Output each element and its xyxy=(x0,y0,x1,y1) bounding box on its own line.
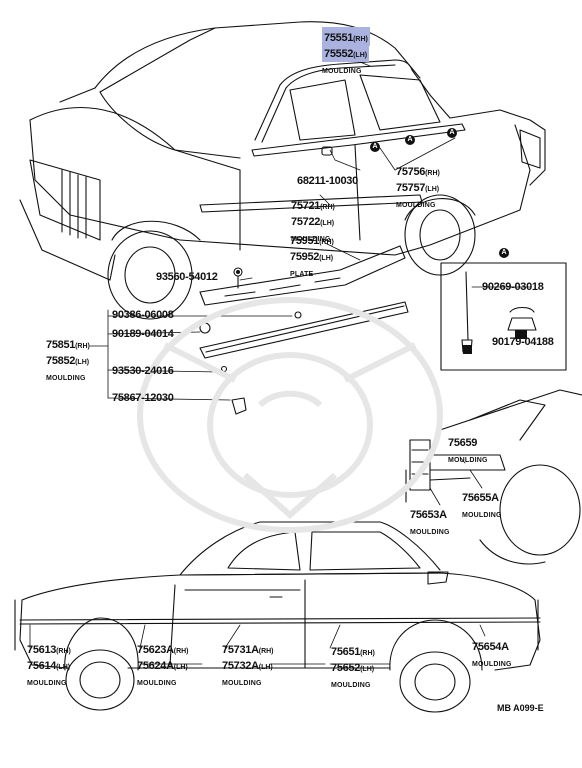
part-number: 75651 xyxy=(331,646,361,658)
callout-75731a: 75731A(RH) 75732A(LH) MOULDING xyxy=(222,641,274,689)
side-suffix: (RH) xyxy=(319,239,334,246)
part-caption: MOULDING xyxy=(322,68,362,75)
callout-75721: 75721(RH) 75722(LH) MOULDING xyxy=(291,197,335,245)
side-suffix: (LH) xyxy=(353,52,368,59)
part-number: 75757 xyxy=(396,182,426,194)
side-suffix: (LH) xyxy=(173,664,188,671)
part-number: 75613 xyxy=(27,644,57,656)
side-suffix: (LH) xyxy=(360,666,375,673)
lower-coupe-drawing xyxy=(14,521,541,713)
side-suffix: (RH) xyxy=(56,648,71,655)
part-number: 75655A xyxy=(462,492,499,504)
callout-75851: 75851(RH) 75852(LH) MOULDING xyxy=(46,336,90,384)
part-number: 75623A xyxy=(137,644,174,656)
marker-a-icon: A xyxy=(405,135,415,145)
part-number: 75722 xyxy=(291,216,321,228)
part-caption: MOULDING xyxy=(46,375,86,382)
callout-90269-03018: 90269-03018 xyxy=(482,281,544,293)
part-caption: MOULDING xyxy=(410,529,450,536)
callout-75867-12030: 75867-12030 xyxy=(112,392,174,404)
part-number: 75624A xyxy=(137,660,174,672)
marker-a-icon: A xyxy=(370,142,380,152)
part-caption: MOULDING xyxy=(331,682,371,689)
rear-corner-drawing xyxy=(405,389,582,565)
side-suffix: (RH) xyxy=(75,343,90,350)
callout-75613: 75613(RH) 75614(LH) MOULDING xyxy=(27,641,71,689)
callout-90386-06008: 90386-06008 xyxy=(112,309,174,321)
part-number: 75653A xyxy=(410,509,447,521)
side-suffix: (LH) xyxy=(56,664,71,671)
side-suffix: (RH) xyxy=(425,170,440,177)
scuff-plate-part xyxy=(199,245,406,306)
callout-75653a: 75653A MOULDING xyxy=(410,506,450,538)
part-caption: MOULDING xyxy=(222,680,262,687)
callout-75551: 75551(RH) 75552(LH) MOULDING xyxy=(322,27,370,77)
part-number: 75732A xyxy=(222,660,259,672)
callout-75756: 75756(RH) 75757(LH) MOULDING xyxy=(396,163,440,211)
part-caption: MOULDING xyxy=(137,680,177,687)
callout-93560-54012: 93560-54012 xyxy=(156,271,218,283)
part-number: 75721 xyxy=(291,200,321,212)
part-caption: MOULDING xyxy=(448,457,488,464)
callout-68211-10030: 68211-10030 xyxy=(297,175,358,187)
callout-75659: 75659 MOULDING xyxy=(448,434,488,466)
part-caption: MOULDING xyxy=(462,512,502,519)
callout-75951: 75951(RH) 75952(LH) PLATE xyxy=(290,232,334,280)
part-number: 75851 xyxy=(46,339,76,351)
part-caption: MOULDING xyxy=(396,202,436,209)
part-number: 75852 xyxy=(46,355,76,367)
marker-a-icon: A xyxy=(447,128,457,138)
part-number: 75951 xyxy=(290,235,320,247)
diagram-code: MB A099-E xyxy=(497,703,544,713)
side-suffix: (LH) xyxy=(425,186,440,193)
part-caption: MOULDING xyxy=(291,236,331,243)
part-number: 75551 xyxy=(324,32,354,44)
side-suffix: (RH) xyxy=(360,650,375,657)
side-suffix: (LH) xyxy=(319,255,334,262)
part-number: 75659 xyxy=(448,437,478,449)
callout-75651: 75651(RH) 75652(LH) MOULDING xyxy=(331,643,375,691)
part-number: 75652 xyxy=(331,662,361,674)
part-number: 75952 xyxy=(290,251,320,263)
part-number: 75654A xyxy=(472,641,509,653)
side-suffix: (RH) xyxy=(320,204,335,211)
callout-90179-04188: 90179-04188 xyxy=(492,336,554,348)
part-caption: MOULDING xyxy=(472,661,512,668)
marker-a-icon: A xyxy=(499,248,509,258)
side-suffix: (RH) xyxy=(258,648,274,655)
part-caption: MOULDING xyxy=(27,680,67,687)
callout-90189-04014: 90189-04014 xyxy=(112,328,174,340)
callout-75654a: 75654A MOULDING xyxy=(472,638,512,670)
side-suffix: (LH) xyxy=(320,220,335,227)
part-caption: PLATE xyxy=(290,271,314,278)
detail-box-a xyxy=(440,262,567,371)
callout-93530-24016: 93530-24016 xyxy=(112,365,174,377)
upper-sedan-drawing xyxy=(19,21,546,320)
side-suffix: (RH) xyxy=(353,36,368,43)
side-suffix: (LH) xyxy=(75,359,90,366)
side-suffix: (RH) xyxy=(173,648,189,655)
callout-75655a: 75655A MOULDING xyxy=(462,489,502,521)
part-number: 75614 xyxy=(27,660,57,672)
watermark-emblem xyxy=(137,297,443,533)
callout-75623a: 75623A(RH) 75624A(LH) MOULDING xyxy=(137,641,189,689)
part-number: 75552 xyxy=(324,48,354,60)
part-number: 75731A xyxy=(222,644,259,656)
part-number: 75756 xyxy=(396,166,426,178)
side-suffix: (LH) xyxy=(258,664,273,671)
solid-parts xyxy=(236,270,527,354)
rocker-moulding-part xyxy=(199,301,409,359)
